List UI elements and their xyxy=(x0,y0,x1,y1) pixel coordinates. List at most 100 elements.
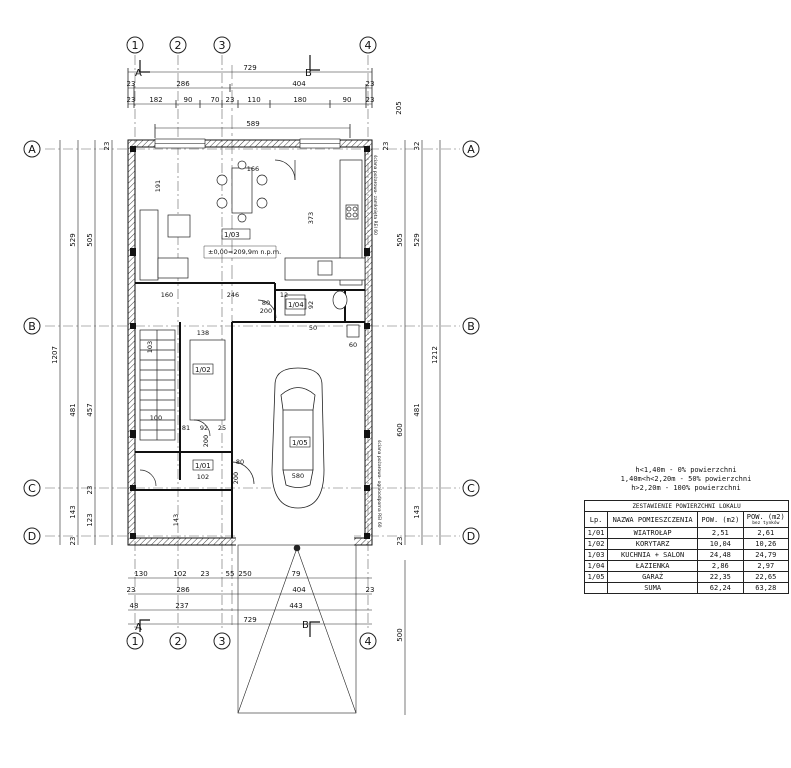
kitchen-counter xyxy=(339,159,363,286)
wall-note-bottom: ściana pożarowa- ognioodporna REI 60 xyxy=(376,440,383,528)
svg-text:200: 200 xyxy=(260,307,272,315)
svg-text:481: 481 xyxy=(413,403,421,416)
svg-text:23: 23 xyxy=(366,80,375,88)
svg-text:23: 23 xyxy=(69,537,77,546)
svg-text:23: 23 xyxy=(103,142,111,151)
svg-text:404: 404 xyxy=(292,80,306,88)
bottom-dimensions: 130 102 23 55 250 79 23 286 404 23 48 23… xyxy=(127,570,374,625)
svg-text:A: A xyxy=(467,143,475,156)
svg-text:1207: 1207 xyxy=(51,346,59,364)
svg-text:589: 589 xyxy=(246,120,259,128)
svg-text:250: 250 xyxy=(238,570,251,578)
legend-line: h<1,40m - 0% powierzchni xyxy=(635,466,737,474)
svg-text:C: C xyxy=(28,482,36,495)
svg-text:481: 481 xyxy=(69,403,77,416)
svg-text:200: 200 xyxy=(232,472,240,484)
svg-text:92: 92 xyxy=(307,301,315,309)
svg-text:237: 237 xyxy=(175,602,188,610)
svg-text:600: 600 xyxy=(396,423,404,436)
axis-bubble-col-3-bottom: 3 xyxy=(213,632,231,650)
room-label-1-03: 1/03 xyxy=(224,231,240,239)
axis-bubble-row-a-right: A xyxy=(462,140,480,158)
svg-text:180: 180 xyxy=(293,96,306,104)
svg-text:1212: 1212 xyxy=(431,346,439,364)
legend-line: h>2,20m - 100% powierzchni xyxy=(631,484,741,492)
svg-text:12: 12 xyxy=(280,291,288,299)
svg-text:80: 80 xyxy=(236,458,244,466)
toilet-icon xyxy=(332,290,348,310)
svg-text:2: 2 xyxy=(175,635,182,648)
wall-note-top: ściana pożarowa- zamknięta REI 60 xyxy=(372,155,379,235)
room-labels: 1/03 1/04 1/02 1/05 1/01 ±0,00=209,9m n.… xyxy=(192,155,383,528)
svg-text:C: C xyxy=(467,482,475,495)
svg-text:B: B xyxy=(467,320,475,333)
svg-text:70: 70 xyxy=(211,96,220,104)
svg-text:90: 90 xyxy=(343,96,352,104)
axis-bubble-col-1-bottom: 1 xyxy=(126,632,144,650)
svg-text:443: 443 xyxy=(289,602,302,610)
svg-text:2: 2 xyxy=(175,39,182,52)
svg-text:79: 79 xyxy=(292,570,301,578)
svg-text:48: 48 xyxy=(130,602,139,610)
svg-text:23: 23 xyxy=(127,80,136,88)
header-name: NAZWA POMIESZCZENIA xyxy=(607,511,699,528)
svg-text:123: 123 xyxy=(86,513,94,526)
axis-bubble-row-c: C xyxy=(23,479,41,497)
section-label-a: A xyxy=(135,68,142,79)
svg-text:23: 23 xyxy=(382,142,390,151)
axis-bubbles: 1 2 3 4 1 2 3 4 A B C D A B C D xyxy=(23,36,480,650)
axis-bubble-col-3: 3 xyxy=(213,36,231,54)
building-walls xyxy=(127,138,373,547)
svg-text:A: A xyxy=(28,143,36,156)
axis-bubble-col-2: 2 xyxy=(169,36,187,54)
svg-text:92: 92 xyxy=(200,424,208,432)
driveway xyxy=(237,544,357,714)
svg-text:457: 457 xyxy=(86,403,94,416)
svg-text:1: 1 xyxy=(132,39,139,52)
svg-text:D: D xyxy=(28,530,36,543)
svg-text:1: 1 xyxy=(132,635,139,648)
svg-text:23: 23 xyxy=(201,570,210,578)
svg-text:182: 182 xyxy=(149,96,162,104)
svg-text:25: 25 xyxy=(218,424,226,432)
header-pow2: POW. (m2)bez tynków xyxy=(742,511,790,528)
svg-text:32: 32 xyxy=(413,142,421,151)
svg-text:90: 90 xyxy=(184,96,193,104)
axis-bubble-col-2-bottom: 2 xyxy=(169,632,187,650)
room-label-1-05: 1/05 xyxy=(292,439,308,447)
axis-bubble-row-b: B xyxy=(23,317,41,335)
svg-text:166: 166 xyxy=(247,165,259,173)
room-label-1-04: 1/04 xyxy=(288,301,304,309)
svg-text:60: 60 xyxy=(349,341,357,349)
level-note: ±0,00=209,9m n.p.m. xyxy=(208,248,281,256)
left-dimensions: 1207 529 481 505 457 23 123 143 23 23 xyxy=(51,140,113,546)
svg-text:4: 4 xyxy=(365,635,372,648)
svg-text:3: 3 xyxy=(219,39,226,52)
dining-table xyxy=(231,167,253,214)
svg-text:100: 100 xyxy=(150,414,162,422)
svg-text:404: 404 xyxy=(292,586,306,594)
legend-line: 1,40m<h<2,20m - 50% powierzchni xyxy=(620,475,752,483)
svg-text:81: 81 xyxy=(182,424,190,432)
svg-text:4: 4 xyxy=(365,39,372,52)
svg-text:729: 729 xyxy=(243,616,256,624)
right-dimensions: 1212 529 481 505 600 23 32 143 23 500 xyxy=(382,140,441,715)
svg-text:102: 102 xyxy=(173,570,186,578)
section-label-b: B xyxy=(305,68,312,79)
svg-text:50: 50 xyxy=(309,324,317,332)
axis-bubble-row-b-right: B xyxy=(462,317,480,335)
svg-text:102: 102 xyxy=(197,473,209,481)
stairs xyxy=(139,329,176,441)
svg-text:505: 505 xyxy=(86,233,94,246)
svg-text:729: 729 xyxy=(243,64,256,72)
header-lp: Lp. xyxy=(583,511,609,528)
svg-text:500: 500 xyxy=(396,628,404,641)
svg-text:143: 143 xyxy=(172,514,180,526)
svg-text:138: 138 xyxy=(197,329,209,337)
svg-text:130: 130 xyxy=(134,570,147,578)
